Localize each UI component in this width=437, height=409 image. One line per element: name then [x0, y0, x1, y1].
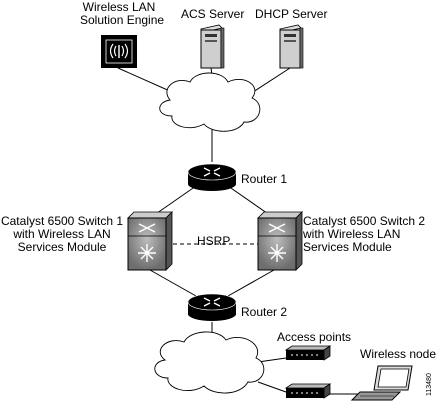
access-point-1-icon — [284, 345, 332, 361]
link-cloud-ap1 — [257, 357, 287, 363]
wireless-node-label: Wireless node — [360, 347, 437, 361]
switch-2-label: Catalyst 6500 Switch 2 with Wireless LAN… — [303, 215, 425, 254]
link-dhcp-cloud — [252, 67, 291, 93]
switch-1-label-line3: Services Module — [17, 240, 107, 254]
link-wlse-cloud — [117, 67, 173, 93]
acs-server-icon — [200, 24, 225, 69]
switch-1-label: Catalyst 6500 Switch 1 with Wireless LAN… — [0, 215, 124, 254]
laptop-icon — [350, 365, 413, 401]
dhcp-server-label: DHCP Server — [255, 7, 328, 21]
router-1-icon — [187, 163, 237, 191]
wlse-label-line2: Solution Engine — [80, 13, 165, 27]
switch-1-label-line2: with Wireless LAN — [13, 227, 111, 241]
acs-server-label: ACS Server — [181, 7, 245, 21]
network-cloud-icon — [159, 72, 261, 132]
switch-2-label-line2: with Wireless LAN — [303, 227, 401, 241]
router-2-label: Router 2 — [241, 305, 288, 319]
switch-2-label-line3: Services Module — [303, 240, 392, 254]
network-cloud-icon — [154, 331, 265, 394]
link-switch2-router2 — [227, 269, 275, 297]
switch-2-icon — [257, 211, 303, 271]
router-2-icon — [187, 293, 237, 321]
router-1-label: Router 1 — [241, 172, 288, 186]
wlse-appliance-icon — [101, 35, 137, 68]
figure-id: 113480 — [426, 373, 433, 396]
dhcp-server-icon — [279, 24, 304, 69]
hsrp-label: HSRP — [197, 234, 231, 248]
access-points-label: Access points — [277, 330, 352, 344]
connection-lines — [117, 67, 362, 395]
link-cloud-ap2 — [257, 381, 287, 393]
switch-2-label-line1: Catalyst 6500 Switch 2 — [303, 214, 426, 228]
switch-1-icon — [127, 211, 173, 271]
access-point-2-icon — [284, 383, 332, 399]
wlse-label: Wireless LAN Solution Engine — [80, 0, 165, 27]
wlse-label-line1: Wireless LAN — [82, 0, 156, 14]
switch-1-label-line1: Catalyst 6500 Switch 1 — [0, 214, 124, 228]
link-switch1-router2 — [149, 269, 197, 297]
